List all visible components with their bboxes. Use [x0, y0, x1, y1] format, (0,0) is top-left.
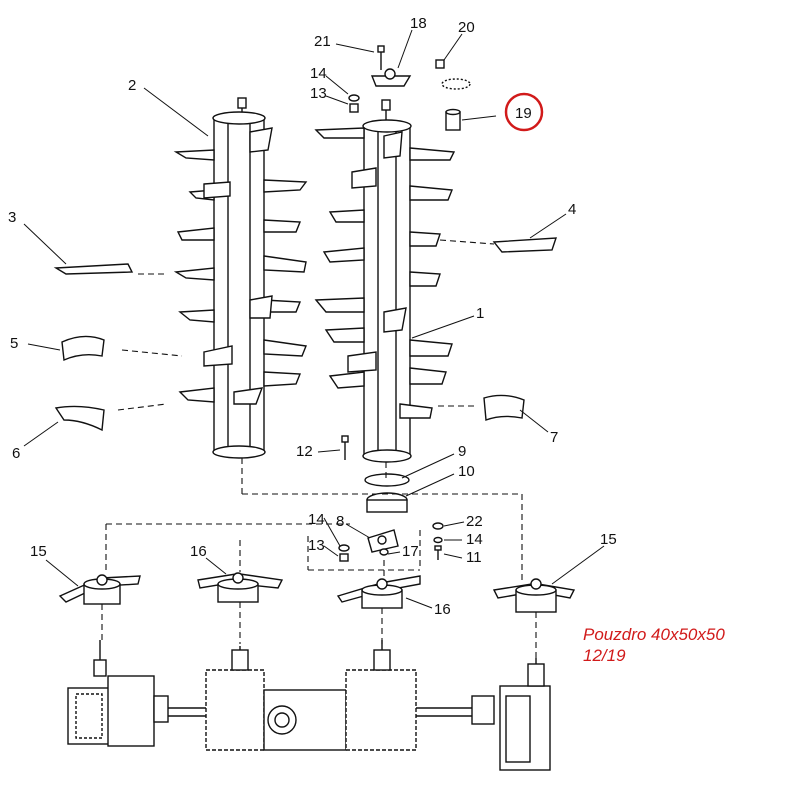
callout-6: 6: [12, 445, 20, 462]
callout-22: 22: [466, 513, 483, 530]
callout-5: 5: [10, 335, 18, 352]
callout-2: 2: [128, 77, 136, 94]
callout-labels: 1 2 3 4 5 6 7 8 9 10 11 12 13 13 14 14 1…: [8, 15, 617, 618]
rotor-right: [314, 99, 456, 463]
callout-21: 21: [314, 33, 331, 50]
callout-9: 9: [458, 443, 466, 460]
callout-11: 11: [466, 549, 482, 566]
hub-1: [58, 574, 141, 605]
callout-19: 19: [515, 105, 532, 122]
loose-parts: [53, 45, 557, 562]
leader-lines: [23, 29, 605, 609]
callout-10: 10: [458, 463, 475, 480]
hub-3: [336, 575, 421, 609]
callout-16-right: 16: [434, 601, 451, 618]
dashed-connectors: [101, 239, 537, 658]
callout-14-top: 14: [310, 65, 327, 82]
callout-18: 18: [410, 15, 427, 32]
callout-15-right: 15: [600, 531, 617, 548]
gearbox-train: [67, 640, 551, 771]
rotor-left: [173, 97, 308, 459]
callout-14-right: 14: [466, 531, 483, 548]
callout-8: 8: [336, 513, 344, 530]
hubs: [58, 572, 576, 613]
callout-20: 20: [458, 19, 475, 36]
callout-13-top: 13: [310, 85, 327, 102]
part-note-date: 12/19: [583, 646, 626, 665]
callout-14-left: 14: [308, 511, 325, 528]
part-note-description: Pouzdro 40x50x50: [583, 625, 725, 644]
hub-4: [492, 578, 576, 613]
callout-15-left: 15: [30, 543, 47, 560]
callout-1: 1: [476, 305, 484, 322]
callout-4: 4: [568, 201, 576, 218]
highlight-circle: [504, 92, 544, 132]
callout-7: 7: [550, 429, 558, 446]
part-note: Pouzdro 40x50x50 12/19: [583, 624, 725, 666]
hub-2: [197, 572, 284, 603]
callout-17: 17: [402, 543, 419, 560]
callout-12: 12: [296, 443, 313, 460]
callout-3: 3: [8, 209, 16, 226]
callout-16-left: 16: [190, 543, 207, 560]
callout-13-bottom: 13: [308, 537, 325, 554]
